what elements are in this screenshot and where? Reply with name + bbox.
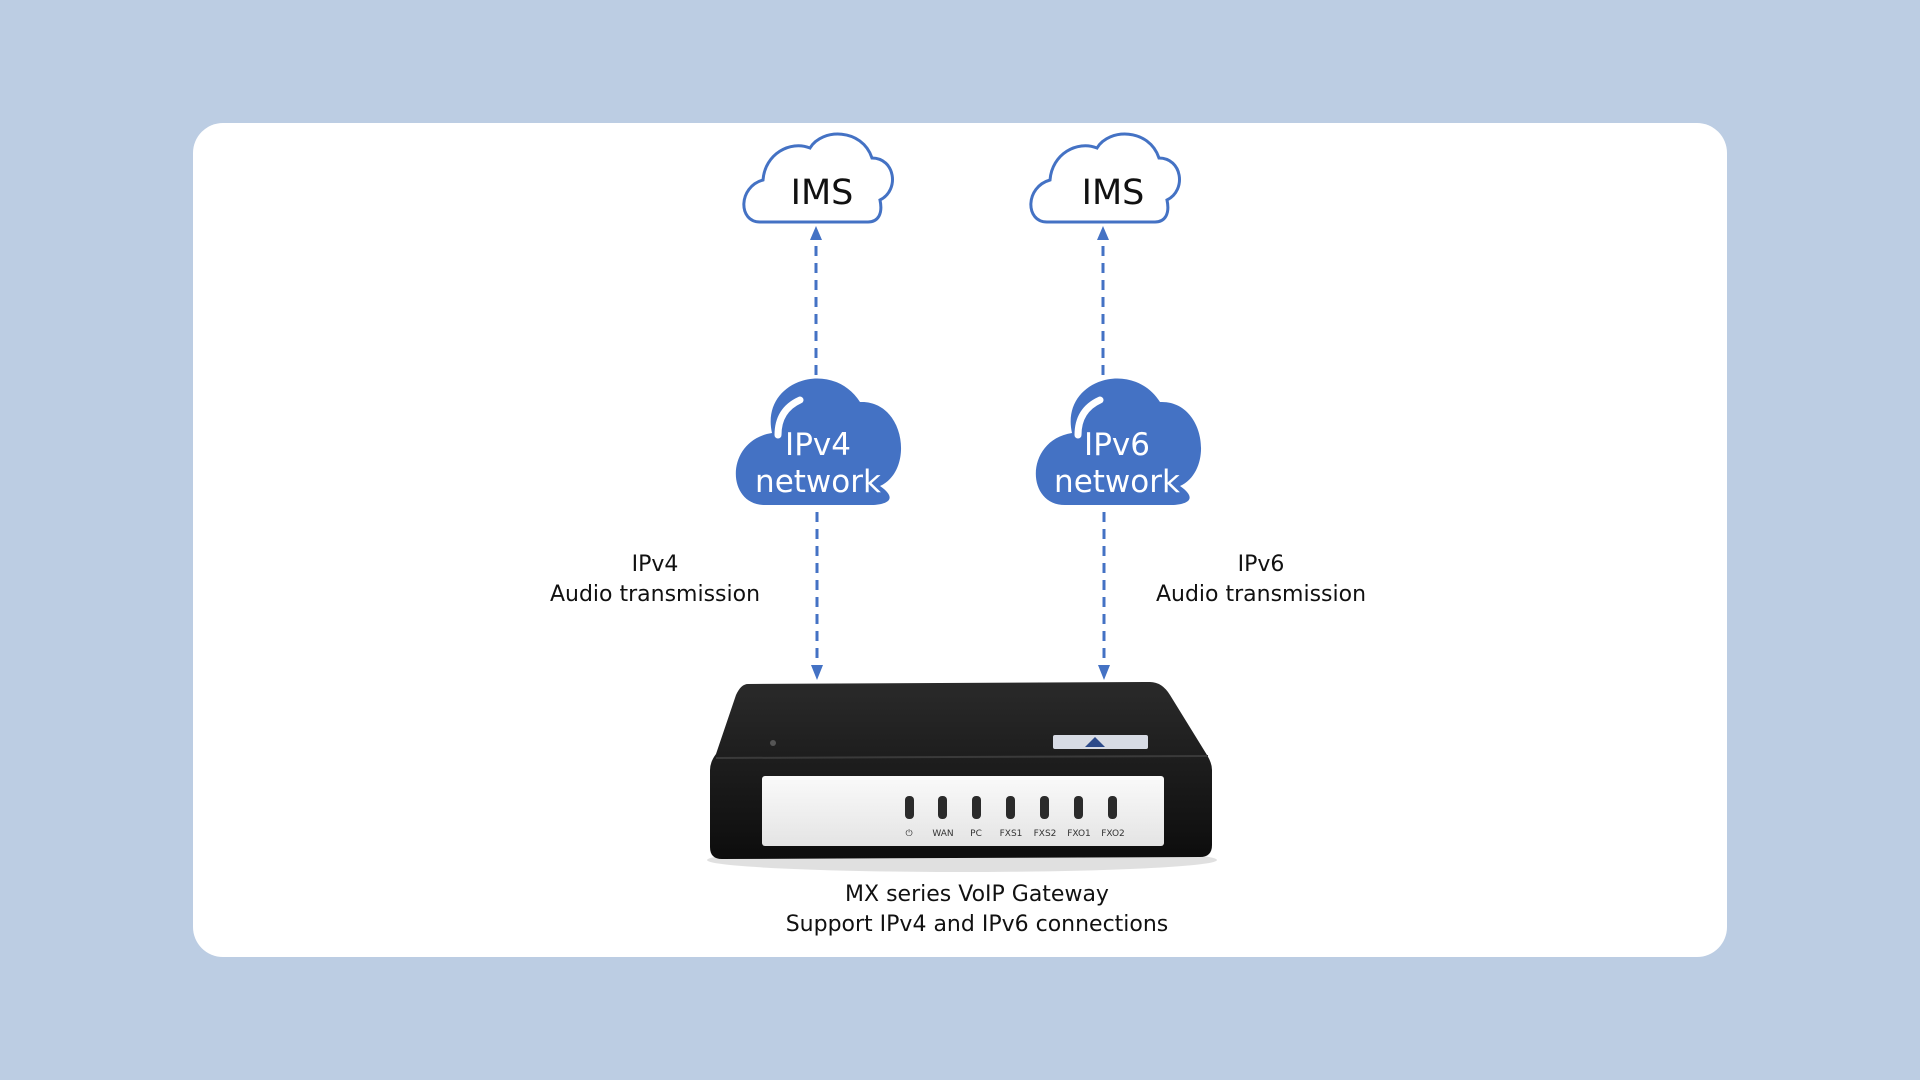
ipv4-network-cloud: IPv4 network	[735, 378, 902, 505]
status-light	[770, 740, 776, 746]
brand-logo-icon	[1085, 737, 1105, 747]
caption-line1: MX series VoIP Gateway	[845, 882, 1109, 907]
led-power	[905, 796, 914, 819]
led-fxo2	[1108, 796, 1117, 819]
device-caption: MX series VoIP Gateway Support IPv4 and …	[727, 880, 1227, 940]
ims-cloud-left: IMS	[742, 132, 894, 224]
arrow-up-icon	[1097, 226, 1109, 240]
port-label-wan: WAN	[932, 829, 953, 839]
arrow-ipv6-to-ims	[1097, 226, 1109, 375]
ipv4-link-label: IPv4 Audio transmission	[530, 550, 780, 610]
ipv4-cloud-line2: network	[755, 464, 881, 500]
front-panel	[762, 776, 1164, 846]
cloud-outline-icon	[742, 132, 894, 224]
voip-gateway-device: ⏻ WAN PC FXS1 FXS2 FXO1 FXO2	[707, 682, 1217, 872]
port-label-fxo1: FXO1	[1067, 829, 1091, 839]
arrow-ipv4-to-device	[811, 512, 823, 680]
ipv4-link-line1: IPv4	[631, 552, 679, 577]
led-fxs2	[1040, 796, 1049, 819]
port-label-pc: PC	[970, 829, 982, 839]
arrow-ipv4-to-ims	[810, 226, 822, 375]
led-fxo1	[1074, 796, 1083, 819]
cloud-filled-icon	[735, 378, 902, 505]
port-leds	[905, 796, 1117, 819]
ims-cloud-right: IMS	[1029, 132, 1181, 224]
port-label-fxs2: FXS2	[1034, 829, 1057, 839]
arrow-down-icon	[811, 665, 823, 680]
ipv4-cloud-line1: IPv4	[785, 427, 851, 463]
led-pc	[972, 796, 981, 819]
ipv4-link-line2: Audio transmission	[549, 582, 761, 607]
cloud-highlight-icon	[1074, 396, 1104, 439]
ipv6-link-label: IPv6 Audio transmission	[1136, 550, 1386, 610]
led-wan	[938, 796, 947, 819]
cloud-filled-icon	[1035, 378, 1202, 505]
ipv6-link-line1: IPv6	[1237, 552, 1285, 577]
cloud-highlight-icon	[774, 396, 804, 439]
ipv6-link-line2: Audio transmission	[1155, 582, 1367, 607]
arrow-up-icon	[810, 226, 822, 240]
ipv6-network-cloud: IPv6 network	[1035, 378, 1202, 505]
port-label-fxs1: FXS1	[1000, 829, 1023, 839]
ipv6-cloud-line1: IPv6	[1084, 427, 1150, 463]
brand-logo-plate	[1053, 735, 1148, 749]
arrow-ipv6-to-device	[1098, 512, 1110, 680]
led-fxs1	[1006, 796, 1015, 819]
port-label-power: ⏻	[905, 828, 912, 839]
ims-right-label: IMS	[1082, 173, 1145, 213]
cloud-outline-icon	[1029, 132, 1181, 224]
ipv6-cloud-line2: network	[1054, 464, 1180, 500]
ims-left-label: IMS	[791, 173, 854, 213]
caption-line2: Support IPv4 and IPv6 connections	[785, 912, 1169, 937]
port-label-fxo2: FXO2	[1101, 829, 1125, 839]
arrow-down-icon	[1098, 665, 1110, 680]
